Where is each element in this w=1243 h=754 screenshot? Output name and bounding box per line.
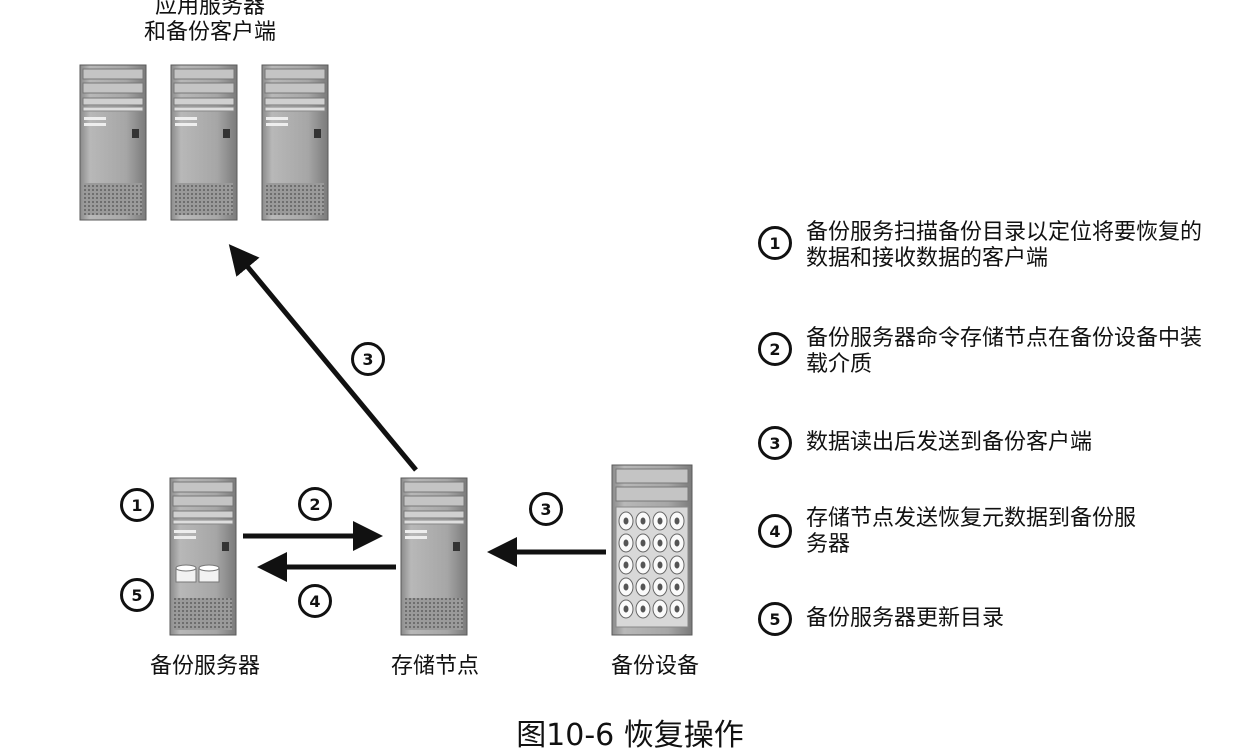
legend-text-5: 备份服务器更新目录: [806, 606, 1005, 631]
tape-hub: [674, 583, 680, 591]
tape-hub: [657, 539, 663, 547]
step-badge-1: 1: [120, 488, 154, 522]
legend-item-1: 1 备份服务扫描备份目录以定位将要恢复的数据和接收数据的客户端: [758, 220, 1228, 272]
tape-hub: [640, 539, 646, 547]
legend-badge-4: 4: [758, 514, 792, 548]
tape-hub: [623, 583, 629, 591]
legend-item-5: 5 备份服务器更新目录: [758, 602, 1228, 636]
legend-item-2: 2 备份服务器命令存储节点在备份设备中装载介质: [758, 326, 1228, 378]
backup-server-tower: [169, 477, 237, 636]
backup-device-library: [611, 464, 693, 636]
step-badge-3-upper: 3: [351, 342, 385, 376]
tape-hub: [623, 561, 629, 569]
app-server-tower-3: [261, 64, 329, 221]
app-server-tower-1: [79, 64, 147, 221]
legend-badge-5: 5: [758, 602, 792, 636]
figure-caption: 图10-6 恢复操作: [516, 718, 744, 753]
step-badge-5: 5: [120, 578, 154, 612]
tape-hub: [640, 583, 646, 591]
tape-hub: [674, 605, 680, 613]
tape-hub: [657, 583, 663, 591]
legend-badge-2: 2: [758, 332, 792, 366]
step-badge-4: 4: [298, 584, 332, 618]
tape-hub: [640, 517, 646, 525]
legend-item-4: 4 存储节点发送恢复元数据到备份服务器: [758, 506, 1228, 558]
legend-badge-1: 1: [758, 226, 792, 260]
legend-text-4: 存储节点发送恢复元数据到备份服务器: [806, 506, 1137, 557]
step-badge-2: 2: [298, 487, 332, 521]
arrow-step-3-to-client: [228, 244, 418, 472]
legend-item-3: 3 数据读出后发送到备份客户端: [758, 424, 1228, 460]
disk-icon: [175, 564, 220, 583]
tape-cartridges: [618, 511, 685, 619]
backup-server-label: 备份服务器: [149, 654, 260, 679]
tape-hub: [657, 561, 663, 569]
legend-text-3: 数据读出后发送到备份客户端: [806, 430, 1093, 455]
diagram-canvas: [79, 64, 693, 636]
tape-hub: [674, 561, 680, 569]
app-server-label: 应用服务器 和备份客户端: [120, 0, 300, 46]
app-server-label-line1: 应用服务器: [154, 0, 265, 19]
legend-badge-3: 3: [758, 426, 792, 460]
tape-hub: [674, 517, 680, 525]
tape-hub: [623, 517, 629, 525]
tape-hub: [623, 605, 629, 613]
tape-hub: [674, 539, 680, 547]
step-badge-3-lower: 3: [529, 492, 563, 526]
tape-hub: [640, 561, 646, 569]
tape-hub: [657, 517, 663, 525]
storage-node-label: 存储节点: [390, 654, 479, 679]
app-server-tower-2: [170, 64, 238, 221]
legend-text-2: 备份服务器命令存储节点在备份设备中装载介质: [806, 326, 1203, 377]
tape-hub: [657, 605, 663, 613]
legend-text-1: 备份服务扫描备份目录以定位将要恢复的数据和接收数据的客户端: [806, 220, 1203, 271]
storage-node-tower: [400, 477, 468, 636]
backup-device-label: 备份设备: [610, 654, 699, 679]
tape-hub: [623, 539, 629, 547]
app-server-label-line2: 和备份客户端: [143, 20, 276, 45]
tape-hub: [640, 605, 646, 613]
